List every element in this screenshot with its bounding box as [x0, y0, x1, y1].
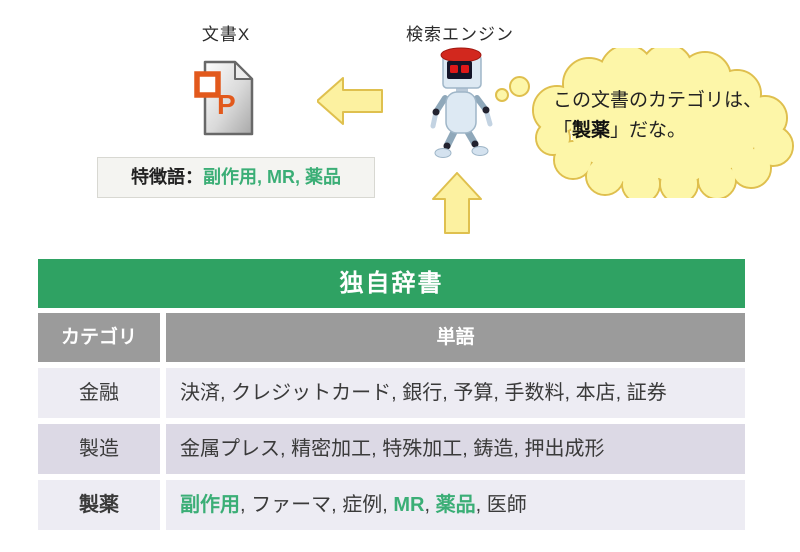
thought-dot-big — [509, 76, 530, 97]
word: 薬品 — [435, 494, 476, 516]
column-divider — [160, 424, 166, 474]
thought-category: 製薬 — [572, 120, 611, 141]
header-words: 単語 — [166, 313, 745, 362]
word: 証券 — [626, 382, 667, 404]
word: ファーマ — [251, 494, 332, 516]
words-cell: 副作用, ファーマ, 症例, MR, 薬品, 医師 — [166, 480, 745, 530]
arrow-left-icon — [317, 77, 383, 125]
table-row: 製薬副作用, ファーマ, 症例, MR, 薬品, 医師 — [38, 480, 745, 530]
search-engine-label: 検索エンジン — [406, 25, 514, 44]
word: 予算 — [453, 382, 494, 404]
word: 銀行 — [402, 382, 443, 404]
custom-dictionary-table: 独自辞書 カテゴリ 単語 金融決済, クレジットカード, 銀行, 予算, 手数料… — [38, 259, 745, 536]
word: 医師 — [486, 494, 527, 516]
category-cell: 金融 — [38, 368, 160, 418]
dictionary-table-body: 金融決済, クレジットカード, 銀行, 予算, 手数料, 本店, 証券製造金属プ… — [38, 368, 745, 530]
column-divider — [160, 313, 166, 362]
word: 症例 — [342, 494, 383, 516]
word: 押出成形 — [524, 438, 605, 460]
category-cell: 製薬 — [38, 480, 160, 530]
table-row: 金融決済, クレジットカード, 銀行, 予算, 手数料, 本店, 証券 — [38, 368, 745, 418]
word: 金属プレス — [180, 438, 280, 460]
words-cell: 金属プレス, 精密加工, 特殊加工, 鋳造, 押出成形 — [166, 424, 745, 474]
header-category: カテゴリ — [38, 313, 160, 362]
column-divider — [160, 368, 166, 418]
thought-dot-small — [495, 88, 509, 102]
thought-line2: 「製薬」だな。 — [553, 120, 687, 141]
word: 鋳造 — [473, 438, 514, 460]
column-divider — [160, 480, 166, 530]
word: 特殊加工 — [382, 438, 463, 460]
feature-words: 副作用, MR, 薬品 — [203, 167, 341, 187]
feature-words-box: 特徴語：副作用, MR, 薬品 — [97, 157, 375, 198]
thought-text: この文書のカテゴリは、 「製薬」だな。 — [553, 86, 783, 146]
feature-label: 特徴語： — [131, 167, 203, 187]
thought-line1: この文書のカテゴリは、 — [553, 90, 763, 111]
robot-search-engine-icon — [430, 47, 493, 158]
table-title: 独自辞書 — [38, 259, 745, 308]
document-label: 文書X — [201, 25, 251, 44]
word: 決済 — [180, 382, 220, 404]
powerpoint-letter: P — [217, 89, 236, 120]
word: MR — [393, 494, 425, 516]
word: 本店 — [575, 382, 616, 404]
table-row: 製造金属プレス, 精密加工, 特殊加工, 鋳造, 押出成形 — [38, 424, 745, 474]
category-cell: 製造 — [38, 424, 160, 474]
word: 手数料 — [504, 382, 565, 404]
table-header-row: カテゴリ 単語 — [38, 313, 745, 362]
word: 精密加工 — [291, 438, 372, 460]
word: 副作用 — [180, 494, 240, 516]
powerpoint-file-icon: P — [194, 60, 254, 136]
words-cell: 決済, クレジットカード, 銀行, 予算, 手数料, 本店, 証券 — [166, 368, 745, 418]
thought-bubble — [532, 48, 794, 198]
word: クレジットカード — [231, 382, 392, 404]
arrow-up-icon — [432, 172, 482, 234]
